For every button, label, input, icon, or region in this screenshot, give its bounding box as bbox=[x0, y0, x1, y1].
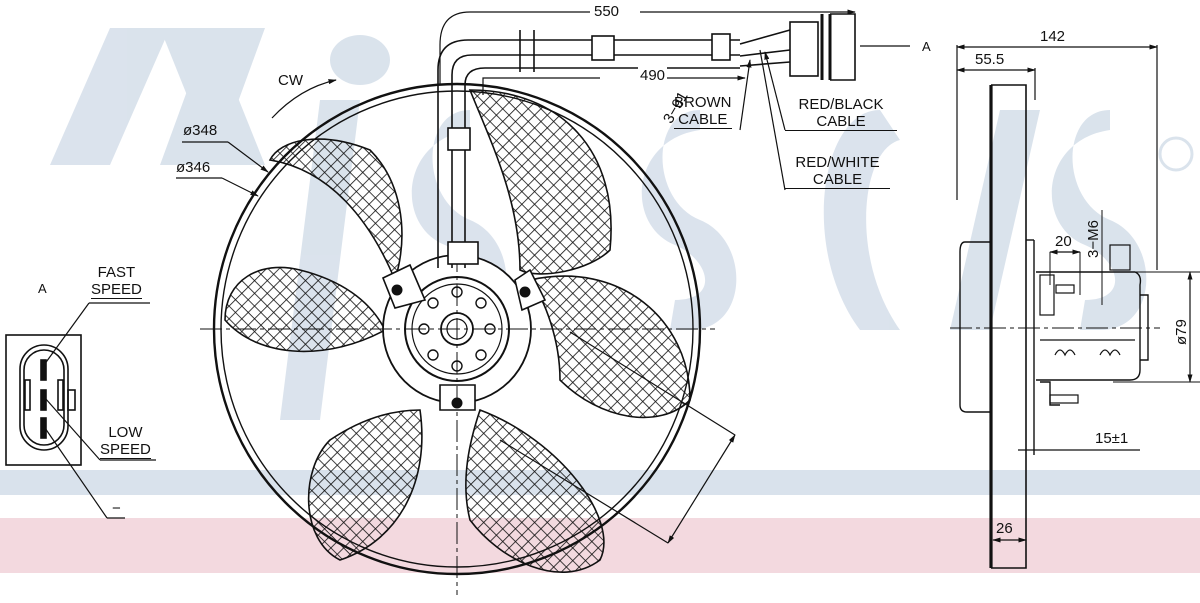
fast-speed-pin-label: FAST SPEED bbox=[91, 264, 142, 299]
rotation-label: CW bbox=[278, 72, 303, 89]
fan-side-view bbox=[950, 44, 1200, 569]
red-black-cable-label: RED/BLACK CABLE bbox=[785, 96, 897, 131]
motor-diameter-label: ø79 bbox=[1173, 319, 1190, 345]
low-speed-pin-label: LOW SPEED bbox=[100, 424, 151, 459]
brown-cable-label: BROWN CABLE bbox=[674, 94, 732, 129]
bracket-offset-label: 15±1 bbox=[1095, 430, 1129, 447]
inner-diameter-label: ø346 bbox=[176, 159, 211, 176]
outer-diameter-label: ø348 bbox=[183, 122, 218, 139]
fan-front-view bbox=[176, 9, 910, 595]
connector-view-title: A bbox=[38, 281, 47, 296]
section-marker: A bbox=[922, 39, 931, 54]
ground-pin-label: − bbox=[112, 500, 121, 517]
watermark-blue-band bbox=[0, 470, 1200, 495]
shroud-thickness-label: 26 bbox=[996, 520, 1013, 537]
thread-spec-label: 3−M6 bbox=[1085, 220, 1102, 258]
connector-view bbox=[5, 302, 156, 519]
cable-length-total: 550 bbox=[590, 3, 624, 20]
red-white-cable-label: RED/WHITE CABLE bbox=[785, 154, 890, 189]
cable-length-clip: 490 bbox=[638, 67, 668, 84]
fan-blades bbox=[224, 89, 691, 573]
overall-depth-label: 142 bbox=[1040, 28, 1066, 45]
stud-length-label: 20 bbox=[1055, 233, 1072, 250]
hub-offset-label: 55.5 bbox=[975, 51, 1005, 68]
